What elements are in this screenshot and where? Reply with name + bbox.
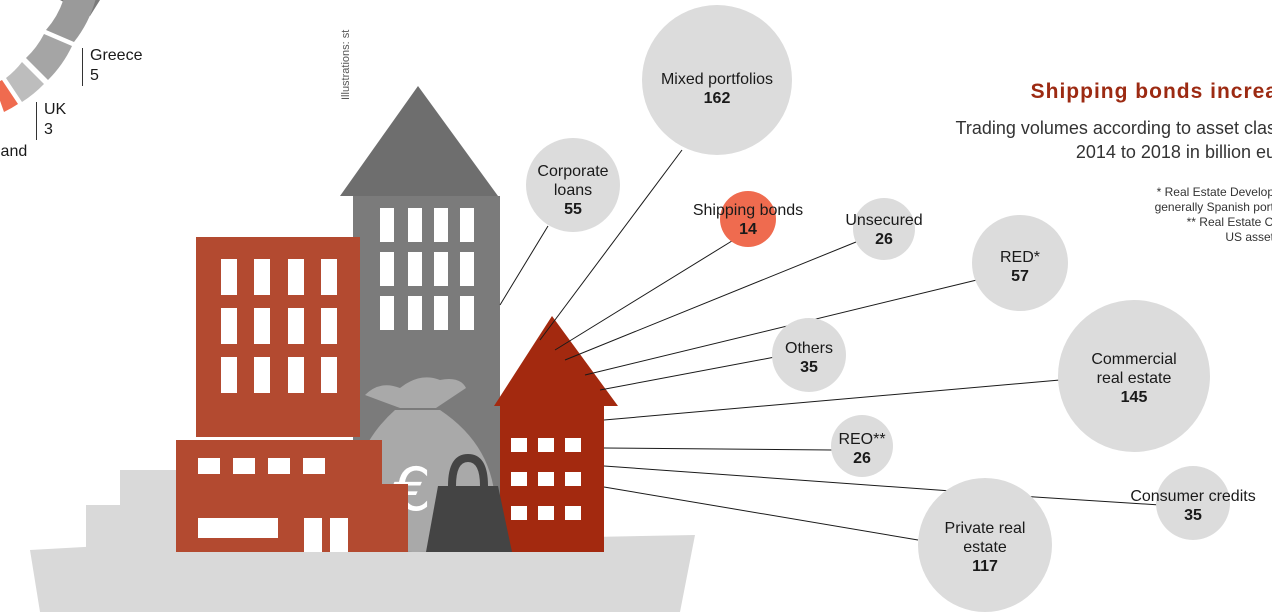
label-value: 35 bbox=[800, 359, 818, 376]
line-shipping-bonds bbox=[554, 235, 741, 351]
subtitle-line-1: Trading volumes according to asset clas bbox=[955, 118, 1272, 138]
label-value: 35 bbox=[1184, 507, 1202, 524]
label-name: Private real estate bbox=[944, 520, 1026, 556]
label-value: 26 bbox=[853, 450, 871, 467]
bubble-unsecured bbox=[853, 198, 915, 260]
label-commercial-real-estate: Commercial real estate 145 bbox=[1079, 350, 1189, 407]
country-greece-name: Greece bbox=[90, 47, 143, 64]
footnote-line-2: generally Spanish port bbox=[1154, 200, 1272, 214]
label-reo: REO** 26 bbox=[838, 430, 885, 468]
label-name: REO** bbox=[838, 431, 886, 448]
label-name: Mixed portfolios bbox=[660, 71, 774, 88]
label-unsecured: Unsecured 26 bbox=[845, 211, 922, 249]
country-land-name: land bbox=[0, 143, 28, 160]
line-private-consumer bbox=[1034, 496, 1161, 506]
label-value: 55 bbox=[564, 201, 582, 218]
country-greece-bar bbox=[82, 48, 83, 86]
line-reo bbox=[603, 447, 833, 451]
label-value: 57 bbox=[1011, 268, 1029, 285]
label-name: Others bbox=[784, 340, 834, 357]
label-corporate-loans: Corporate loans 55 bbox=[528, 162, 618, 219]
label-name: Commercial real estate bbox=[1091, 351, 1177, 387]
label-value: 162 bbox=[703, 90, 731, 107]
bubble-red bbox=[972, 215, 1068, 311]
country-uk-name: UK bbox=[44, 101, 67, 118]
label-value: 14 bbox=[739, 221, 757, 238]
label-mixed-portfolios: Mixed portfolios 162 bbox=[661, 70, 773, 108]
label-name: Corporate loans bbox=[537, 163, 609, 199]
country-donut bbox=[0, 0, 100, 112]
ship bbox=[30, 470, 695, 612]
label-others: Others 35 bbox=[785, 339, 833, 377]
line-red bbox=[584, 277, 986, 376]
country-uk-bar bbox=[36, 102, 37, 140]
footnote-line-3: ** Real Estate O bbox=[1186, 215, 1272, 229]
country-land: land bbox=[0, 142, 27, 162]
bubble-reo bbox=[831, 415, 893, 477]
label-red: RED* 57 bbox=[1000, 248, 1040, 286]
label-name: Unsecured bbox=[845, 212, 923, 229]
label-name: RED* bbox=[999, 249, 1041, 266]
label-value: 26 bbox=[875, 231, 893, 248]
line-corporate-loans bbox=[499, 225, 549, 306]
chart-title: Shipping bonds increa bbox=[1030, 80, 1272, 103]
bubble-consumer-credits bbox=[1156, 466, 1230, 540]
chart-subtitle: Trading volumes according to asset clas … bbox=[956, 116, 1272, 164]
illustration-credit: Illustrations: st bbox=[340, 29, 352, 100]
footnotes: * Real Estate Develop generally Spanish … bbox=[1155, 185, 1272, 245]
line-consumer bbox=[603, 486, 919, 541]
line-unsecured bbox=[564, 241, 857, 361]
bubble-mixed-portfolios bbox=[642, 5, 792, 155]
label-name: Consumer credits bbox=[1130, 488, 1256, 505]
subtitle-line-2: 2014 to 2018 in billion eu bbox=[1075, 142, 1272, 162]
country-greece: Greece 5 bbox=[82, 46, 143, 86]
label-name: Shipping bonds bbox=[692, 202, 804, 219]
red-building bbox=[176, 237, 408, 552]
footnote-line-1: * Real Estate Develop bbox=[1156, 185, 1272, 199]
weight-icon bbox=[426, 453, 512, 552]
connector-lines bbox=[499, 149, 1161, 541]
label-value: 145 bbox=[1120, 389, 1148, 406]
label-consumer-credits: Consumer credits 35 bbox=[1130, 487, 1255, 525]
country-greece-value: 5 bbox=[90, 67, 99, 84]
line-others bbox=[599, 356, 776, 391]
bubble-commercial-real-estate bbox=[1058, 300, 1210, 452]
footnote-line-4: US asset bbox=[1225, 230, 1272, 244]
red-house bbox=[494, 316, 618, 552]
bubble-private-real-estate bbox=[918, 478, 1052, 612]
bubble-others bbox=[772, 318, 846, 392]
bubbles bbox=[526, 5, 1230, 612]
country-uk: UK 3 bbox=[36, 100, 67, 140]
label-private-real-estate: Private real estate 117 bbox=[935, 519, 1035, 576]
label-value: 117 bbox=[972, 558, 998, 575]
bubble-shipping-bonds bbox=[720, 191, 776, 247]
bubble-corporate-loans bbox=[526, 138, 620, 232]
line-commercial bbox=[603, 379, 1061, 421]
label-shipping-bonds: Shipping bonds 14 bbox=[693, 201, 803, 239]
country-uk-value: 3 bbox=[44, 121, 53, 138]
line-mixed-portfolios bbox=[539, 149, 683, 341]
